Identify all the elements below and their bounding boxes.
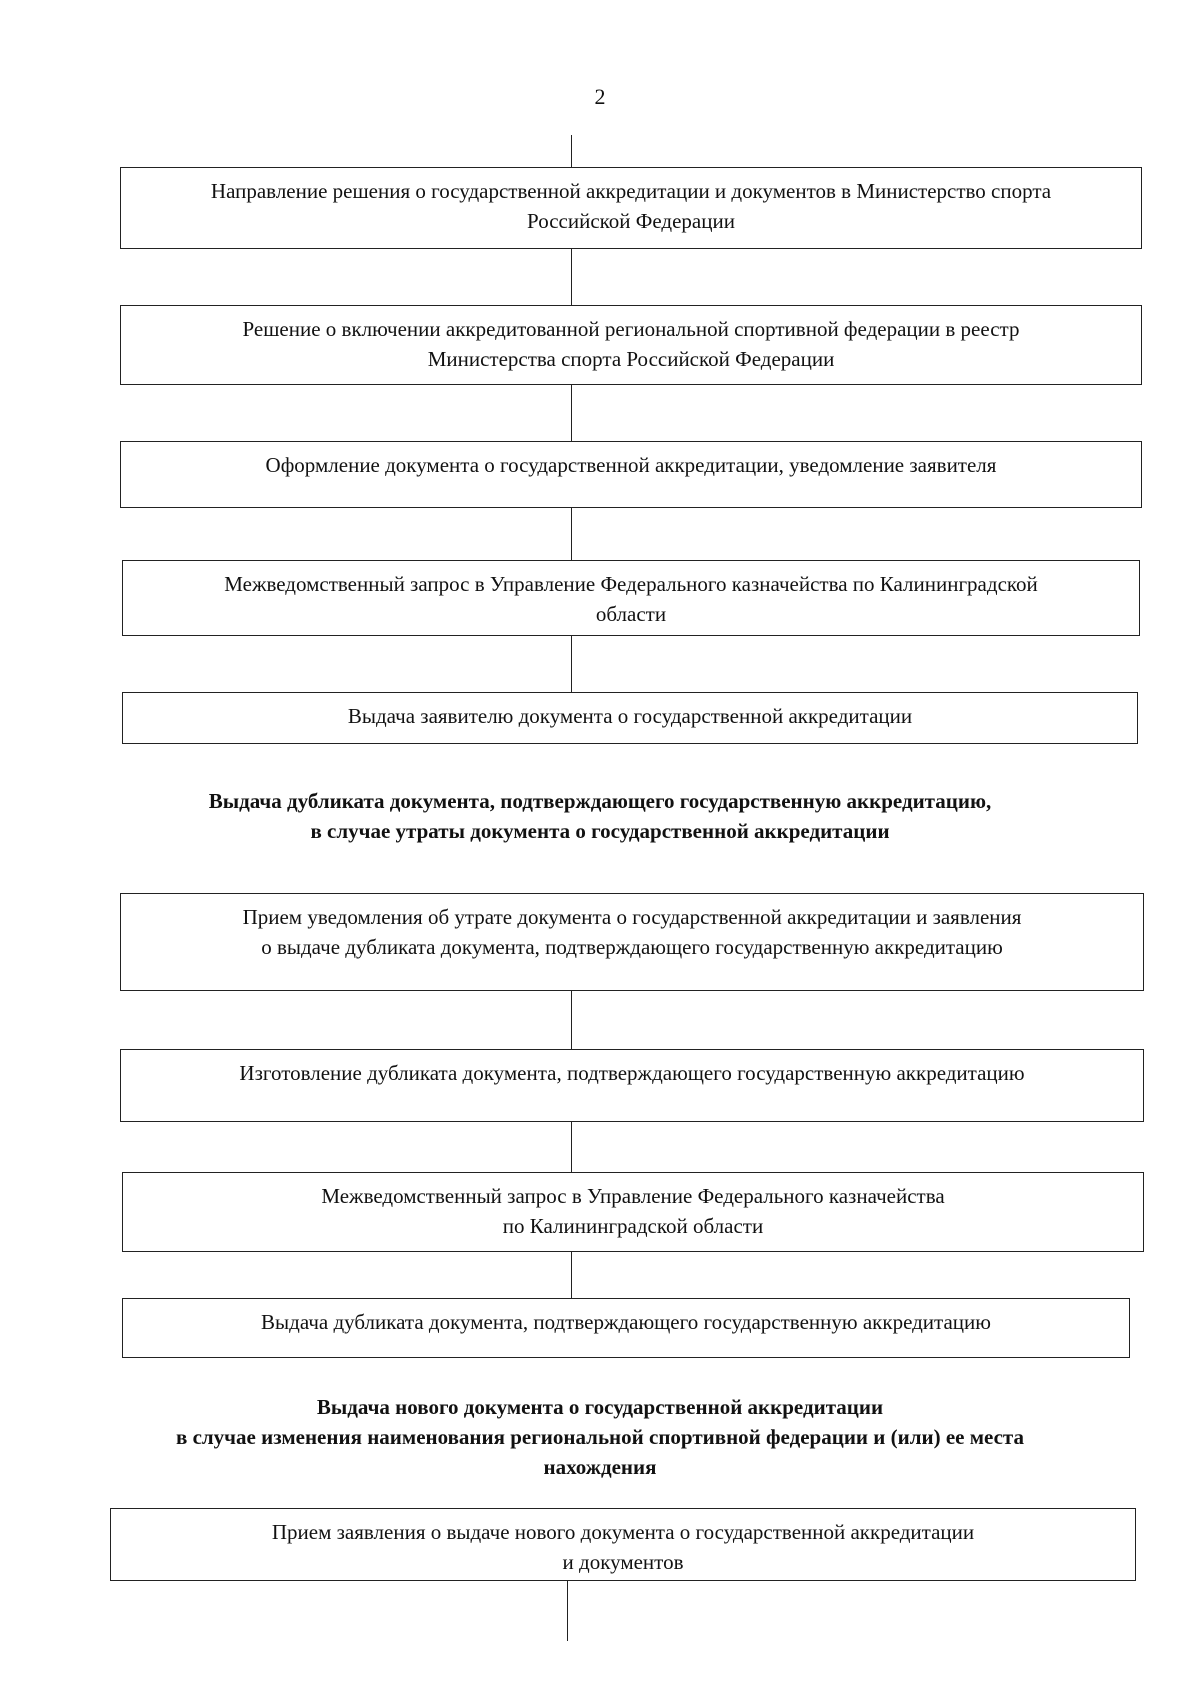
section-heading: Выдача дубликата документа, подтверждающ…	[208, 789, 992, 843]
flow-step-box: Выдача заявителю документа о государстве…	[122, 692, 1138, 744]
connector-line	[571, 508, 572, 560]
flow-step-box: Прием заявления о выдаче нового документ…	[110, 1508, 1136, 1581]
flow-step-box: Изготовление дубликата документа, подтве…	[120, 1049, 1144, 1122]
flow-step-box: Направление решения о государственной ак…	[120, 167, 1142, 249]
flow-step-box: Оформление документа о государственной а…	[120, 441, 1142, 508]
section-heading: Выдача нового документа о государственно…	[175, 1395, 1025, 1479]
connector-line	[571, 249, 572, 305]
flow-step-box: Прием уведомления об утрате документа о …	[120, 893, 1144, 991]
connector-line	[571, 1122, 572, 1172]
flow-step-box: Межведомственный запрос в Управление Фед…	[122, 1172, 1144, 1252]
connector-line	[567, 1581, 568, 1641]
flow-step-box: Межведомственный запрос в Управление Фед…	[122, 560, 1140, 636]
flow-step-box: Выдача дубликата документа, подтверждающ…	[122, 1298, 1130, 1358]
connector-line	[571, 385, 572, 441]
connector-line	[571, 991, 572, 1049]
connector-line	[571, 636, 572, 692]
flow-step-box: Решение о включении аккредитованной реги…	[120, 305, 1142, 385]
page-number: 2	[594, 84, 606, 109]
connector-line	[571, 1252, 572, 1298]
connector-line	[571, 135, 572, 168]
